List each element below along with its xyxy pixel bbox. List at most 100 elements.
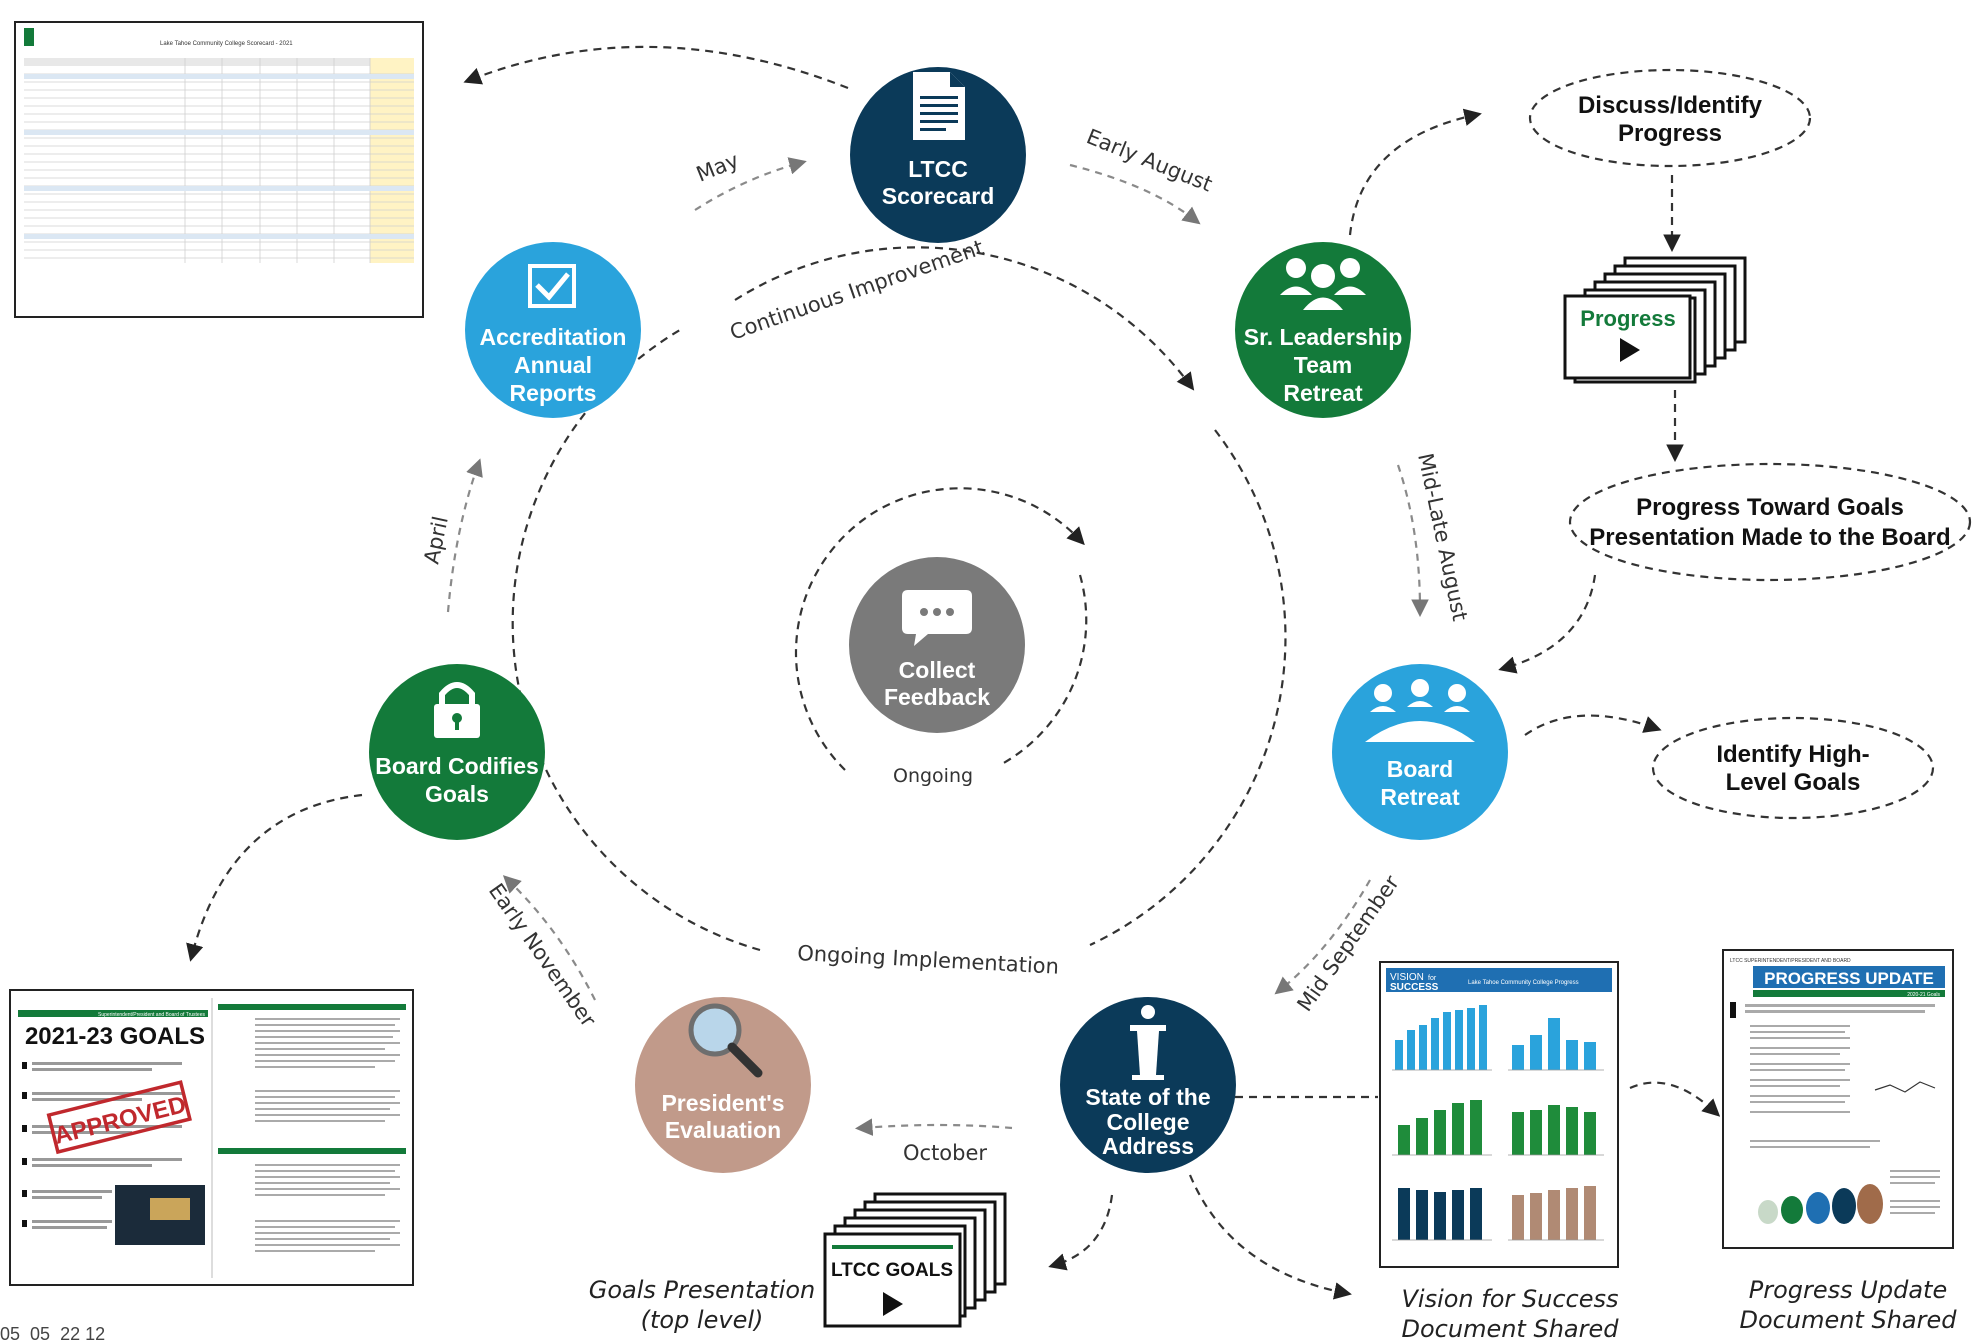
- progress-presentation-deck: Progress: [1563, 256, 1747, 384]
- vision-doc-header: Lake Tahoe Community College Progress: [1468, 980, 1579, 986]
- node-board-retreat: Board Retreat: [1332, 664, 1508, 840]
- arrow-board-to-identify: [1524, 714, 1662, 736]
- node-president-circle: [635, 997, 811, 1173]
- goals-doc-lines: [22, 1062, 182, 1229]
- vision-green-bars-left: [1398, 1100, 1482, 1155]
- node-state-line3: Address: [1102, 1133, 1194, 1159]
- node-leadership-line3: Retreat: [1283, 380, 1363, 406]
- node-codifies-line1: Board Codifies: [375, 753, 539, 779]
- chat-bubble-icon: [902, 590, 972, 646]
- label-may: May: [693, 148, 742, 187]
- node-accreditation-circle: [465, 242, 641, 418]
- label-early-november: Early November: [484, 879, 601, 1031]
- scorecard-doc-title: Lake Tahoe Community College Scorecard -…: [160, 41, 293, 47]
- node-leadership-line1: Sr. Leadership: [1244, 324, 1403, 350]
- node-scorecard-line1: LTCC: [908, 156, 968, 182]
- arrow-codifies-to-goals-doc: [186, 793, 363, 962]
- arrow-may: [694, 157, 807, 211]
- footer-fragment: 05_05_22 12: [0, 1324, 105, 1342]
- update-money-bags: [1758, 1184, 1883, 1224]
- progress-deck-title: Progress: [1580, 306, 1675, 331]
- caption-vision-2: Document Shared: [1402, 1315, 1620, 1342]
- node-accreditation-line3: Reports: [510, 380, 597, 406]
- update-line-chart: [1874, 1081, 1936, 1093]
- label-early-august: Early August: [1083, 124, 1215, 196]
- vision-for-success-document: VISION for SUCCESS Lake Tahoe Community …: [1379, 961, 1619, 1268]
- node-feedback-line2: Feedback: [884, 684, 990, 710]
- vision-blue-bars-right: [1512, 1018, 1596, 1070]
- scorecard-document-thumbnail: Lake Tahoe Community College Scorecard -…: [14, 21, 424, 318]
- progress-update-document: LTCC SUPERINTENDENT/PRESIDENT AND BOARD …: [1722, 949, 1954, 1249]
- goals-doc-subtitle: Superintendent/President and Board of Tr…: [98, 1012, 206, 1018]
- node-board-retreat-line2: Retreat: [1380, 784, 1460, 810]
- label-ongoing-implementation: Ongoing Implementation: [797, 941, 1060, 979]
- update-doc-title: PROGRESS UPDATE: [1764, 969, 1934, 988]
- cycle-arc-left: [511, 329, 761, 952]
- caption-update-2: Document Shared: [1740, 1306, 1958, 1334]
- node-board-codifies-goals: Board Codifies Goals: [369, 664, 545, 840]
- ongoing-loop-arc-2: [999, 574, 1088, 766]
- label-april: April: [419, 514, 452, 566]
- vision-tan-bars: [1512, 1186, 1596, 1240]
- play-icon-goals: [883, 1292, 903, 1316]
- play-icon: [1620, 338, 1640, 362]
- node-codifies-line2: Goals: [425, 781, 489, 807]
- caption-goals-presentation-1: Goals Presentation: [589, 1276, 815, 1304]
- arrow-early-august: [1069, 163, 1201, 225]
- oval-discuss-identify-progress: Discuss/Identify Progress: [1528, 68, 1812, 168]
- caption-goals-presentation-2: (top level): [641, 1306, 764, 1334]
- label-october: October: [903, 1141, 987, 1165]
- arrow-vision-to-update: [1629, 1081, 1721, 1117]
- arrow-scorecard-to-doc: [463, 45, 849, 90]
- oval-toward-line1: Progress Toward Goals: [1636, 494, 1904, 521]
- label-ongoing: Ongoing: [893, 765, 973, 787]
- node-state-circle: [1060, 997, 1236, 1173]
- oval-identify-line1: Identify High-: [1716, 741, 1869, 768]
- podium-icon: [1130, 1005, 1166, 1080]
- board-group-icon: [1365, 679, 1475, 742]
- caption-vision-1: Vision for Success: [1401, 1285, 1618, 1313]
- vision-doc-word1: VISION: [1390, 972, 1424, 983]
- cycle-arc-right: [1089, 429, 1287, 946]
- arrow-leadership-to-discuss: [1348, 108, 1482, 236]
- goals-doc-right-column: [218, 1004, 406, 1252]
- node-accreditation-line2: Annual: [514, 352, 592, 378]
- oval-identify-line2: Level Goals: [1726, 769, 1861, 796]
- checkbox-icon: [528, 264, 576, 308]
- lock-icon: [434, 682, 480, 738]
- ongoing-loop-arc: [794, 487, 1085, 771]
- node-state-line2: College: [1106, 1109, 1189, 1135]
- vision-doc-word2: for: [1428, 975, 1437, 982]
- arrow-mid-late-august: [1396, 464, 1429, 618]
- oval-discuss-line2: Progress: [1618, 120, 1722, 147]
- goals-document-thumbnail: Superintendent/President and Board of Tr…: [9, 989, 414, 1286]
- label-mid-late-august: Mid-Late August: [1413, 451, 1472, 623]
- node-scorecard-circle: [850, 67, 1026, 243]
- node-president-line2: Evaluation: [665, 1117, 781, 1143]
- arrow-toward-to-board: [1498, 574, 1597, 674]
- arrow-early-november: [502, 875, 596, 1001]
- node-collect-feedback: Collect Feedback: [849, 557, 1025, 733]
- ltcc-goals-presentation-deck: LTCC GOALS: [823, 1192, 1007, 1328]
- node-feedback-circle: [849, 557, 1025, 733]
- caption-update-1: Progress Update: [1749, 1276, 1947, 1304]
- node-presidents-evaluation: President's Evaluation: [635, 997, 811, 1173]
- update-doc-header: LTCC SUPERINTENDENT/PRESIDENT AND BOARD: [1730, 958, 1851, 964]
- node-ltcc-scorecard: LTCC Scorecard: [850, 67, 1026, 243]
- magnifying-glass-icon: [688, 1003, 763, 1078]
- vision-green-bars-right: [1512, 1105, 1596, 1155]
- node-leadership-circle: [1235, 242, 1411, 418]
- node-sr-leadership-retreat: Sr. Leadership Team Retreat: [1235, 242, 1411, 418]
- arrow-april: [446, 458, 483, 613]
- team-icon: [1280, 258, 1366, 310]
- arrow-state-to-vision: [1188, 1174, 1352, 1300]
- vision-navy-bars: [1398, 1188, 1482, 1240]
- oval-discuss-line1: Discuss/Identify: [1578, 92, 1763, 119]
- oval-toward-line2: Presentation Made to the Board: [1589, 524, 1950, 551]
- node-state-of-college-address: State of the College Address: [1060, 997, 1236, 1173]
- node-feedback-line1: Collect: [899, 657, 976, 683]
- goals-deck-title: LTCC GOALS: [831, 1260, 953, 1281]
- arrow-october: [854, 1118, 1013, 1136]
- node-president-line1: President's: [661, 1090, 784, 1116]
- cycle-arc-top: [734, 246, 1195, 391]
